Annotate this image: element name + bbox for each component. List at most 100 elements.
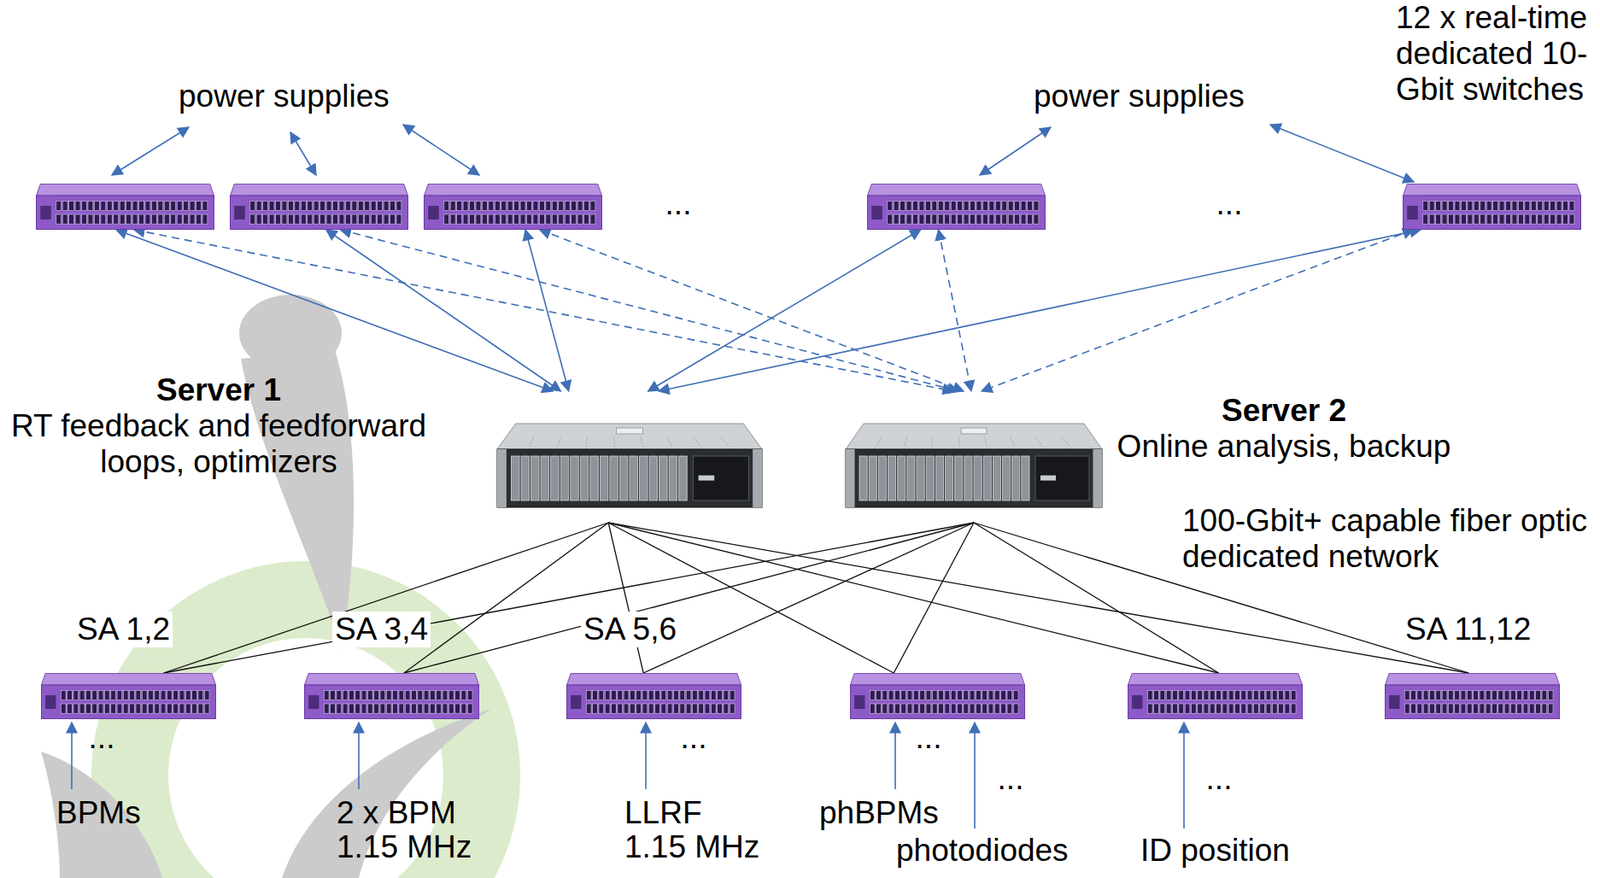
switch-port [963, 703, 969, 714]
switch-port [982, 200, 988, 211]
switch-port [145, 200, 151, 211]
switch-port [475, 214, 481, 224]
switch-top [1403, 184, 1582, 197]
device-arrow [1183, 722, 1185, 829]
switch-port [100, 214, 106, 224]
switch-port [1466, 703, 1472, 714]
drive-bay [916, 456, 925, 501]
switch-port [117, 703, 123, 714]
switch-port [396, 214, 402, 224]
switch-port [1506, 214, 1512, 224]
switch-port [60, 690, 66, 700]
switch-port [1271, 690, 1278, 700]
switch-port [396, 200, 402, 211]
switch-port [404, 690, 411, 700]
switch-module [1389, 695, 1400, 710]
switch-port [1254, 703, 1260, 714]
watermark-swoosh [41, 751, 163, 878]
server-node: Server 1RT feedback and feedforward loop… [497, 391, 762, 523]
switch-port [111, 703, 117, 714]
switch-port [1435, 200, 1442, 211]
switch-port [679, 703, 686, 714]
drive-bay [973, 456, 982, 501]
switch-port [667, 703, 673, 714]
switch-port [183, 214, 189, 224]
ellipsis: ... [976, 761, 1045, 798]
node-description: Online analysis, backup [1104, 428, 1464, 465]
switch-port [1147, 690, 1153, 700]
switch-front [850, 685, 1026, 720]
switch-port [673, 703, 680, 714]
switch-port [1241, 703, 1247, 714]
switch-module [570, 695, 581, 710]
label-holder: ... [67, 720, 136, 757]
server-top [845, 423, 1102, 450]
switch-icon [423, 183, 603, 230]
switch-port [417, 690, 423, 700]
switch-port [895, 690, 901, 700]
switch-port [1278, 703, 1284, 714]
switch-port [888, 690, 894, 700]
switch-port [957, 703, 963, 714]
switch-port [170, 200, 176, 211]
switch-port [204, 690, 210, 700]
switch-port [330, 703, 336, 714]
switch-port [1541, 703, 1548, 714]
server-front [497, 449, 762, 508]
switch-port [982, 214, 988, 224]
switch-port [351, 214, 358, 224]
backup-link [539, 229, 964, 392]
switch-port [655, 703, 661, 714]
switch-port [1411, 690, 1417, 700]
switch-port [467, 690, 473, 700]
switch-port [1524, 200, 1530, 211]
switch-port [132, 214, 138, 224]
switch-port [139, 214, 145, 224]
drive-bay [511, 456, 521, 501]
switch-port [139, 200, 145, 211]
label-holder: 12 x real-time dedicated 10-Gbit switche… [1395, 0, 1595, 108]
switch-port [1524, 214, 1530, 224]
switch-top [1128, 673, 1303, 686]
switch-port [92, 690, 98, 700]
switch-top [304, 673, 480, 686]
switch-port [56, 214, 62, 224]
switch-port [123, 690, 129, 700]
switch-port [611, 703, 617, 714]
backup-link [134, 229, 954, 392]
switch-port [931, 214, 938, 224]
switch-port [913, 214, 919, 224]
switch-port [900, 200, 906, 211]
switch-port [336, 690, 342, 700]
server-rib [984, 436, 988, 447]
switch-port [357, 214, 364, 224]
switch-port [1020, 200, 1026, 211]
switch-port [944, 690, 950, 700]
label-holder: photodiodes [896, 833, 1069, 868]
switch-port [1499, 200, 1505, 211]
switch-front [867, 195, 1046, 230]
switch-port [976, 690, 982, 700]
drive-bay [609, 456, 619, 501]
switch-port [351, 200, 358, 211]
device-label: ID position [1140, 833, 1290, 868]
switch-module [234, 205, 246, 220]
switch-top [41, 673, 217, 686]
switch-port [1441, 214, 1448, 224]
label-holder: phBPMs [819, 796, 939, 831]
switch-port [989, 214, 995, 224]
switch-port [488, 214, 494, 224]
switch-port [151, 200, 157, 211]
switch-port [417, 703, 423, 714]
fiber-link [893, 522, 974, 674]
switch-port [642, 690, 648, 700]
switch-port [520, 200, 526, 211]
switch-port [893, 214, 899, 224]
switch-port [398, 703, 405, 714]
switch-port [723, 703, 729, 714]
fiber-link [608, 522, 1219, 674]
drive-bay [983, 456, 991, 501]
switch-port [339, 214, 345, 224]
switch-port [1197, 703, 1203, 714]
switch-port [355, 690, 361, 700]
